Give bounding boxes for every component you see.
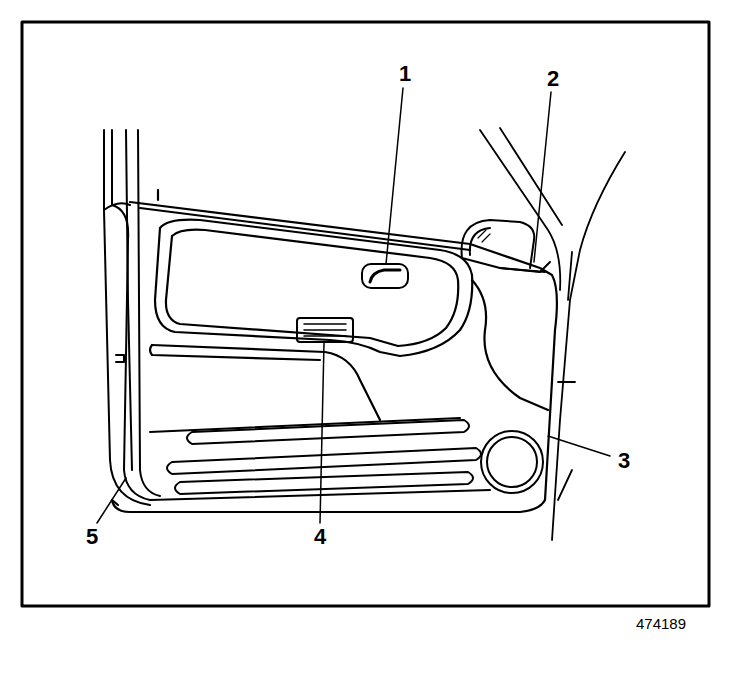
door-pillar bbox=[104, 130, 160, 505]
body-opening bbox=[480, 128, 625, 540]
leader-lines bbox=[97, 88, 610, 523]
callout-number: 4 bbox=[314, 526, 326, 548]
door-handle bbox=[362, 264, 408, 288]
window-switch bbox=[297, 318, 353, 342]
callout-number: 5 bbox=[86, 526, 98, 548]
panel-grooves bbox=[150, 418, 490, 500]
callout-number: 3 bbox=[618, 450, 630, 472]
callout-number: 1 bbox=[399, 63, 411, 85]
door-panel bbox=[112, 190, 557, 512]
callout-number: 2 bbox=[547, 68, 559, 90]
figure-number: 474189 bbox=[636, 616, 686, 631]
speaker-grille bbox=[481, 431, 543, 493]
figure-frame bbox=[22, 22, 709, 606]
